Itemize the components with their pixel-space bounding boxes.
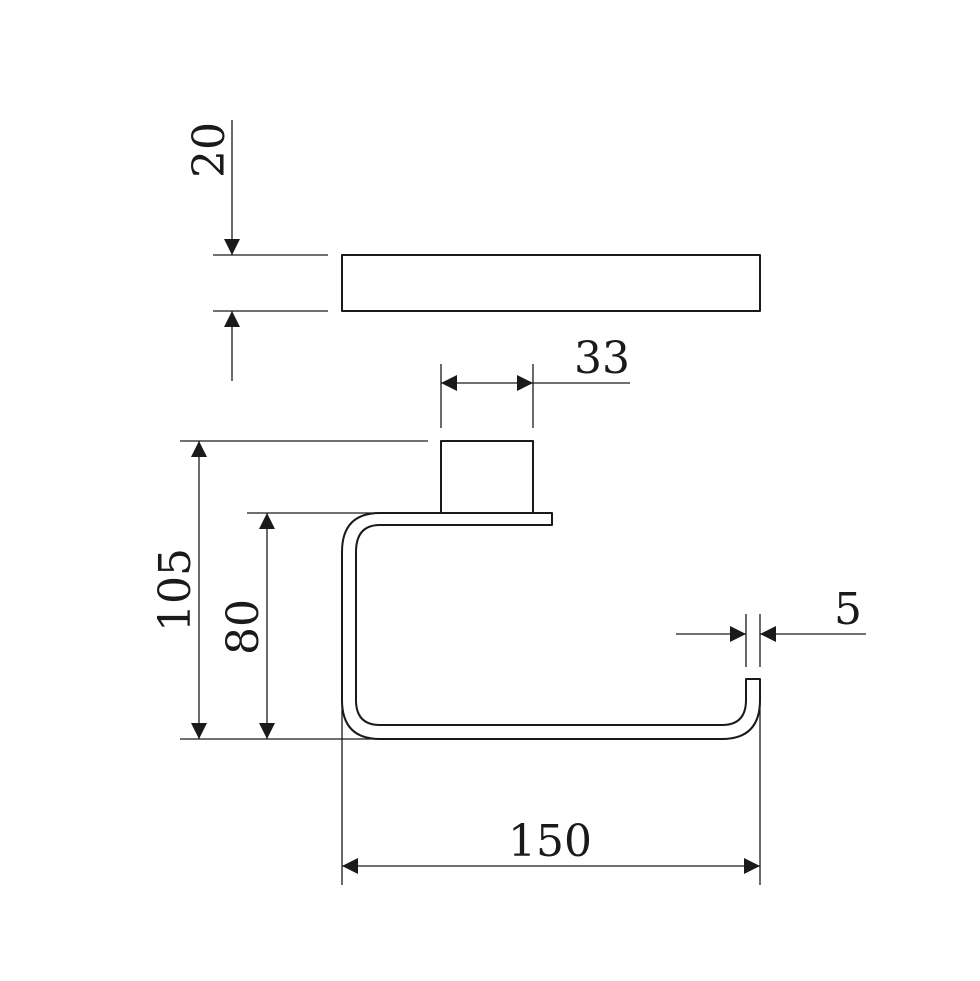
dim-label-150: 150 bbox=[508, 816, 592, 867]
dim-label-105: 105 bbox=[150, 548, 201, 632]
dim-label-33: 33 bbox=[574, 333, 630, 384]
dim-label-20: 20 bbox=[184, 122, 235, 178]
cover-plate bbox=[341, 254, 761, 312]
dim-label-5: 5 bbox=[834, 584, 862, 635]
holder-arm bbox=[341, 512, 761, 740]
mounting-block bbox=[440, 440, 534, 514]
dim-label-80: 80 bbox=[218, 599, 269, 655]
